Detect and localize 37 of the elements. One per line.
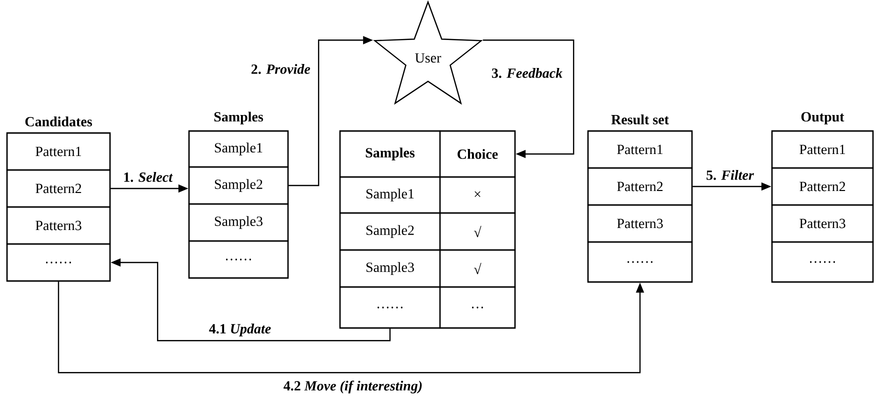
list-cell: Sample2	[188, 166, 289, 205]
edge-label: 5. Filter	[705, 169, 755, 181]
list-cell: Sample3	[188, 203, 289, 242]
table-cell: ×	[439, 176, 516, 214]
node-label: Candidates	[25, 116, 92, 126]
node-label: Samples	[214, 112, 264, 124]
list-cell: Pattern3	[587, 204, 693, 243]
list-cell: Pattern2	[587, 167, 693, 206]
list-cell: Pattern1	[771, 130, 874, 169]
table-cell: Sample3	[339, 249, 441, 288]
node-label: Result set	[611, 114, 669, 124]
table-cell: …	[439, 286, 516, 329]
list-cell: Pattern3	[6, 206, 111, 245]
table-cell: Choice	[439, 130, 516, 178]
list-cell: ……	[188, 240, 289, 279]
list-cell: Pattern1	[587, 130, 693, 169]
edge-label: 2. Provide	[250, 63, 312, 75]
edge-label: 4.2 Move (if interesting)	[282, 380, 424, 394]
table-cell: Sample1	[339, 176, 441, 214]
list-cell: Pattern2	[771, 167, 874, 206]
node-label: Output	[801, 112, 844, 124]
edge-label: 1. Select	[122, 171, 174, 183]
arrow	[482, 40, 574, 158]
table-cell: Sample2	[339, 212, 441, 251]
table-cell: √	[439, 249, 516, 288]
edge-label: 3. Feedback	[490, 67, 564, 79]
edge-label: 4.1 Update	[208, 322, 272, 338]
list-cell: ……	[771, 241, 874, 283]
list-cell: Pattern1	[6, 132, 111, 171]
table-cell: Samples	[339, 130, 441, 178]
table-cell: √	[439, 212, 516, 251]
list-cell: ……	[587, 241, 693, 283]
list-cell: ……	[6, 243, 111, 282]
list-cell: Sample1	[188, 130, 289, 168]
table-cell: ……	[339, 286, 441, 329]
list-cell: Pattern3	[771, 204, 874, 243]
list-cell: Pattern2	[6, 169, 111, 208]
